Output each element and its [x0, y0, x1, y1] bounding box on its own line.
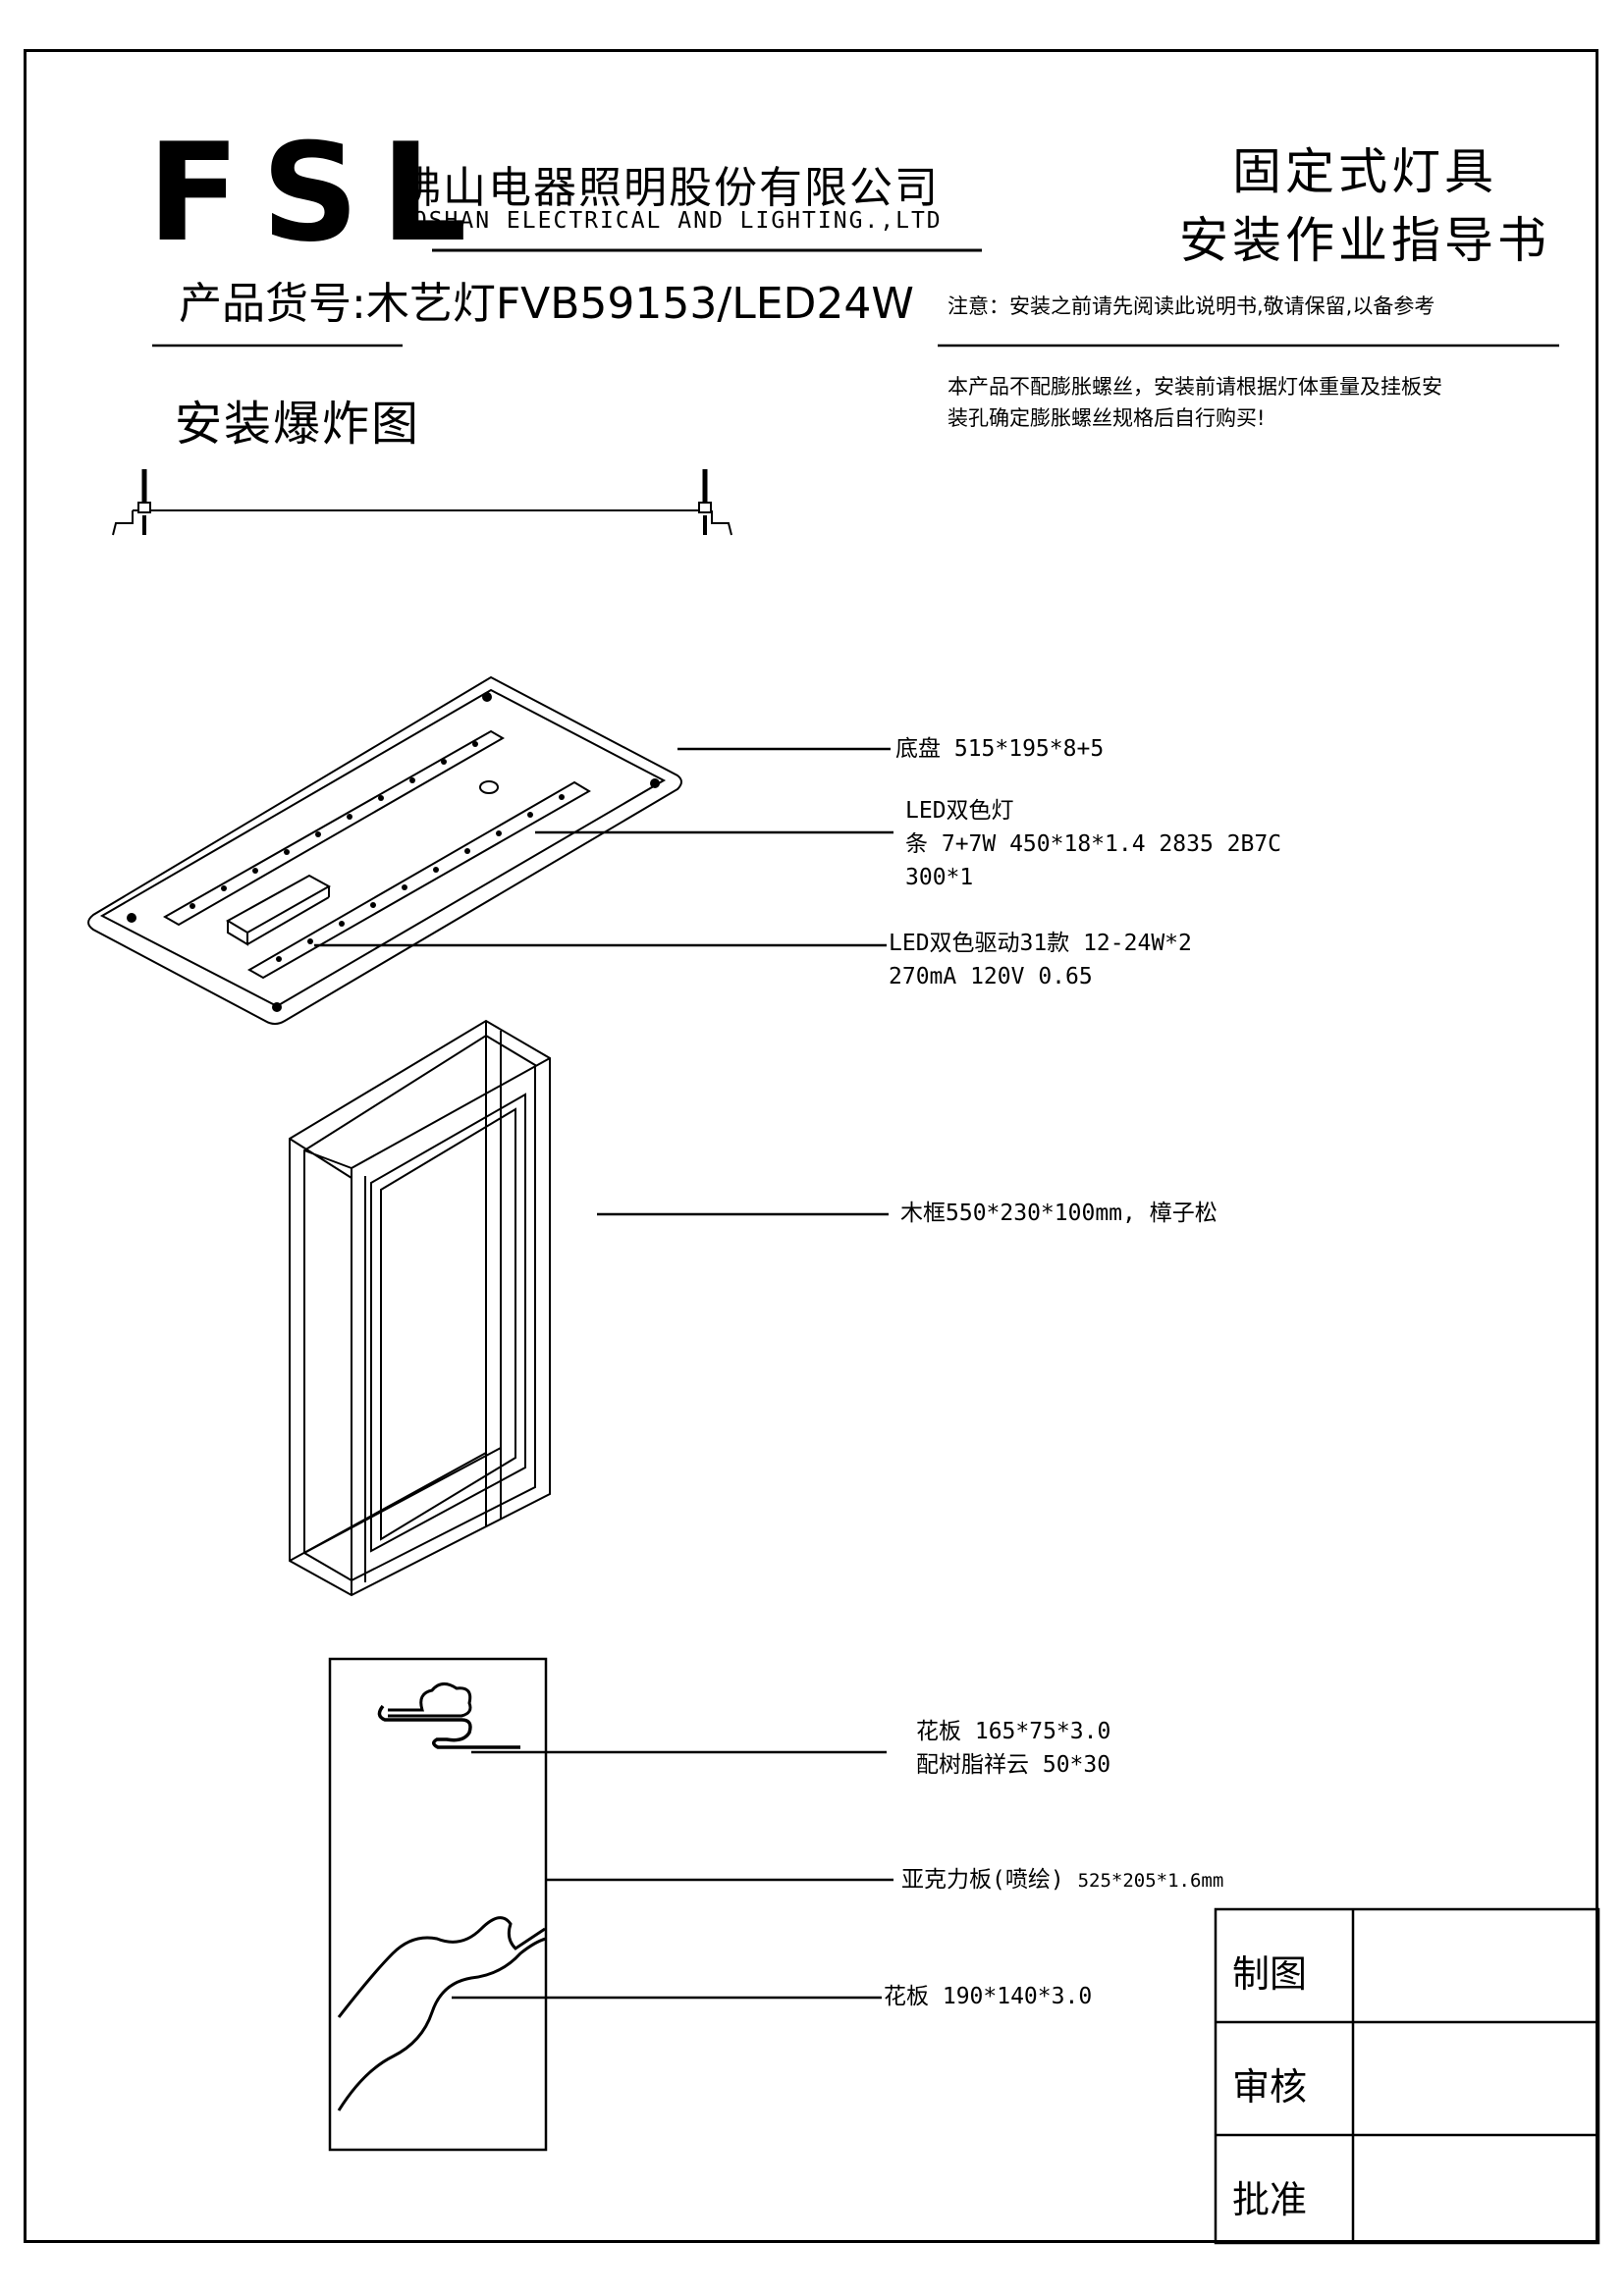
label-flower-plate-top-2: 配树脂祥云 50*30 — [916, 1752, 1111, 1778]
label-flower-plate-top-1: 花板 165*75*3.0 — [916, 1719, 1111, 1744]
signoff-table-lines — [1214, 1907, 1600, 2245]
acrylic-panel-drawing — [328, 1657, 548, 2152]
company-name-cn: 佛山电器照明股份有限公司 — [398, 163, 940, 213]
ceiling-mount-line — [112, 469, 732, 536]
label-wood-frame: 木框550*230*100mm, 樟子松 — [900, 1201, 1218, 1226]
label-flower-plate-bottom: 花板 190*140*3.0 — [884, 1984, 1093, 2009]
signoff-approved: 批准 — [1232, 2178, 1308, 2221]
wood-frame-drawing — [289, 1019, 551, 1597]
label-acrylic-name: 亚克力板(喷绘) — [901, 1867, 1064, 1893]
fsl-logo: FSL — [147, 114, 489, 272]
remark-line2: 装孔确定膨胀螺丝规格后自行购买! — [947, 406, 1266, 430]
remark-line1: 本产品不配膨胀螺丝，安装前请根据灯体重量及挂板安 — [947, 375, 1442, 399]
section-title: 安装爆炸图 — [175, 397, 421, 452]
signoff-drawn: 制图 — [1232, 1952, 1308, 1996]
page-border — [24, 49, 1598, 2243]
doc-title-line2: 安装作业指导书 — [1179, 212, 1550, 269]
base-plate-drawing — [87, 675, 682, 1025]
label-base-plate: 底盘 515*195*8+5 — [895, 736, 1105, 762]
doc-title-line1: 固定式灯具 — [1232, 143, 1497, 200]
signoff-reviewed: 审核 — [1232, 2065, 1308, 2109]
company-name-en: FOSHAN ELECTRICAL AND LIGHTING.,LTD — [398, 208, 943, 234]
label-led-strip-3: 300*1 — [905, 865, 974, 890]
label-acrylic-size: 525*205*1.6mm — [1077, 1870, 1224, 1892]
label-acrylic: 亚克力板(喷绘) 525*205*1.6mm — [901, 1862, 1223, 1898]
label-led-strip-1: LED双色灯 — [905, 798, 1014, 824]
label-driver-1: LED双色驱动31款 12-24W*2 — [889, 931, 1192, 956]
label-led-strip-2: 条 7+7W 450*18*1.4 2835 2B7C — [905, 831, 1282, 857]
install-notice: 注意：安装之前请先阅读此说明书,敬请保留,以备参考 — [947, 294, 1435, 318]
label-driver-2: 270mA 120V 0.65 — [889, 964, 1093, 989]
product-code: 产品货号:木艺灯FVB59153/LED24W — [179, 279, 914, 329]
